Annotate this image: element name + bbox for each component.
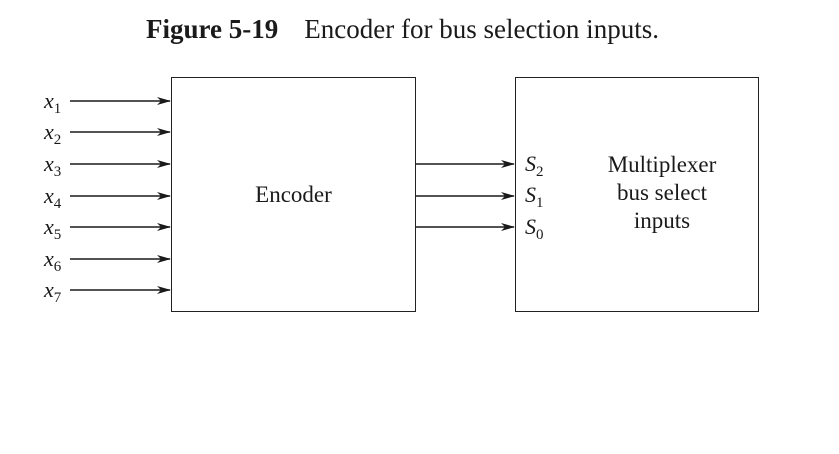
figure-caption: Figure 5-19 Encoder for bus selection inp…: [0, 14, 805, 45]
input-label-x4: x4: [44, 183, 62, 212]
select-label-s0: S0: [525, 214, 544, 243]
select-label-s2: S2: [525, 151, 544, 180]
input-label-x2: x2: [44, 119, 62, 148]
multiplexer-label-line: Multiplexer: [607, 152, 717, 177]
encoder-block: Encoder: [171, 77, 416, 312]
multiplexer-label-line: bus select: [616, 180, 708, 205]
input-label-x5: x5: [44, 214, 62, 243]
input-label-x3: x3: [44, 151, 62, 180]
multiplexer-block: Multiplexer bus select inputs S2 S1 S0: [515, 77, 759, 312]
encoder-label: Encoder: [255, 182, 332, 207]
multiplexer-label: Multiplexer bus select inputs: [566, 151, 758, 235]
caption-text: Encoder for bus selection inputs.: [304, 14, 659, 44]
input-label-x1: x1: [44, 88, 62, 117]
select-label-s1: S1: [525, 182, 544, 211]
input-label-x7: x7: [44, 277, 62, 306]
multiplexer-label-line: inputs: [633, 208, 691, 233]
input-label-x6: x6: [44, 246, 62, 275]
figure-number: Figure 5-19: [146, 14, 279, 44]
